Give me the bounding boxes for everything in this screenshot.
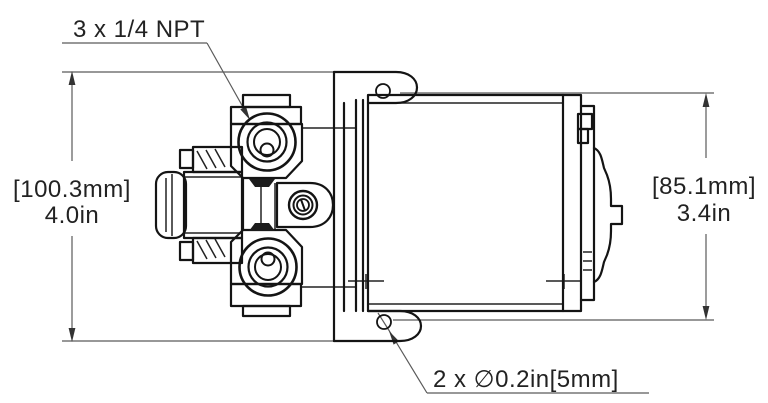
top-port-housing — [229, 122, 304, 180]
motor-terminal-tab-1 — [576, 112, 594, 131]
side-port-thread-lines-lower — [196, 238, 226, 260]
top-port-bore — [253, 128, 281, 156]
side-port-lower-step — [178, 240, 195, 262]
motor-body — [366, 93, 583, 313]
arrow-left-down — [68, 328, 76, 342]
end-cap-ticks — [583, 251, 592, 271]
motor-terminal-tab-2 — [576, 127, 590, 145]
part-outlines — [154, 70, 624, 343]
ports-label: 3 x 1/4 NPT — [73, 16, 205, 43]
side-port-cap — [154, 170, 188, 240]
side-port-thread-lines-upper — [196, 148, 226, 170]
bypass-screw-lobe — [275, 181, 335, 229]
bypass-screw-outer — [287, 189, 319, 221]
ports-leader-line — [206, 42, 249, 117]
arrow-left-up — [68, 71, 76, 85]
clamp-wedges — [249, 179, 275, 231]
bracket-ear-top — [332, 70, 419, 105]
side-port-hex-body — [182, 170, 244, 240]
bottom-port-mid-circle — [247, 246, 289, 288]
bypass-screw-mid — [292, 194, 314, 216]
top-port-mid-circle — [246, 121, 288, 163]
arrow-right-down — [702, 306, 710, 320]
body-height-metric: [85.1mm] — [652, 173, 756, 200]
arrow-right-up — [702, 93, 710, 107]
bottom-port-bore — [254, 253, 282, 281]
clamp-wedge-bottom — [249, 223, 275, 231]
bypass-screw-slot — [300, 198, 306, 212]
motor-bell-and-shaft — [592, 146, 624, 284]
mounting-hole-bottom — [376, 314, 392, 330]
dimension-lines — [62, 42, 714, 394]
side-port-upper-step — [178, 148, 195, 170]
top-port-valve-stem — [259, 142, 275, 158]
bypass-screw-head — [296, 198, 310, 212]
clamp-wedge-top — [249, 179, 275, 187]
body-height-imperial: 3.4in — [677, 200, 732, 227]
top-port-outer-circle — [237, 112, 297, 172]
mounting-hole-top — [375, 83, 391, 99]
top-port-collar — [241, 93, 292, 109]
side-port-lower-flange — [191, 236, 244, 265]
overall-height-metric: [100.3mm] — [13, 176, 131, 203]
arrow-ports-leader — [240, 106, 250, 120]
motor-bolt-mark-left — [348, 274, 384, 289]
bottom-port-outer-circle — [238, 237, 298, 297]
bracket-ear-bottom — [332, 309, 423, 343]
overall-height-imperial: 4.0in — [45, 202, 100, 229]
arrow-holes-leader — [389, 331, 399, 345]
annotations: 3 x 1/4 NPT [100.3mm] 4.0in [85.1mm] 3.4… — [13, 16, 756, 393]
mount-holes-label: 2 x ∅0.2in[5mm] — [433, 366, 619, 393]
bottom-port-valve-stem — [260, 251, 276, 267]
motor-end-cap — [579, 104, 596, 302]
bottom-port-lip — [241, 304, 292, 318]
